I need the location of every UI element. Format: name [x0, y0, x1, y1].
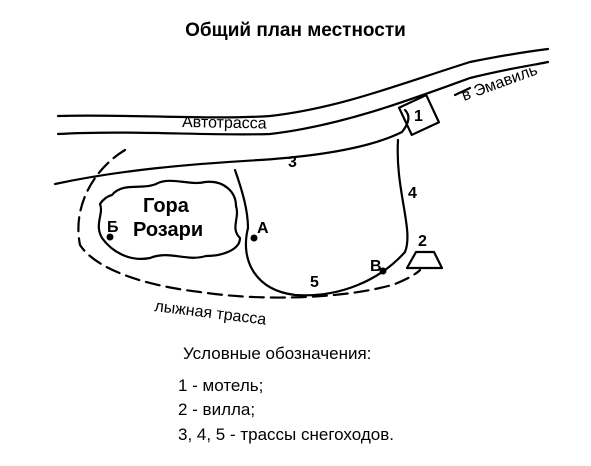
point-v-label: В [370, 258, 382, 275]
legend-item-trails: 3, 4, 5 - трассы снегоходов. [178, 425, 394, 444]
highway-label: Автотрасса [182, 114, 267, 132]
trail-4-number: 4 [408, 185, 417, 202]
direction-arrow [453, 86, 472, 97]
mountain-outline [97, 179, 242, 260]
point-a-dot [250, 234, 258, 242]
motel-number: 1 [414, 108, 423, 125]
villa-number: 2 [418, 233, 427, 250]
ski-track-label: лыжная трасса [154, 298, 268, 329]
trail-a-branch [233, 138, 409, 297]
legend-item-villa: 2 - вилла; [178, 400, 256, 419]
point-b-dot [106, 233, 114, 241]
highway-lower-line [56, 60, 550, 136]
point-a-label: А [257, 220, 269, 237]
to-town-label: в Эмавиль [460, 62, 540, 105]
highway-upper-line [56, 47, 550, 119]
legend-title: Условные обозначения: [183, 344, 372, 363]
villa-marker [405, 250, 444, 270]
map-title: Общий план местности [185, 20, 406, 41]
ski-track-line [77, 148, 422, 299]
trail-5-number: 5 [310, 274, 319, 291]
trail-3-number: 3 [288, 154, 297, 171]
point-v-dot [379, 267, 387, 275]
mountain-name-line1: Гора [143, 195, 190, 217]
mountain-name-line2: Розари [133, 219, 203, 241]
point-b-label: Б [107, 219, 119, 236]
motel-marker [397, 93, 441, 137]
legend-item-motel: 1 - мотель; [178, 376, 264, 395]
